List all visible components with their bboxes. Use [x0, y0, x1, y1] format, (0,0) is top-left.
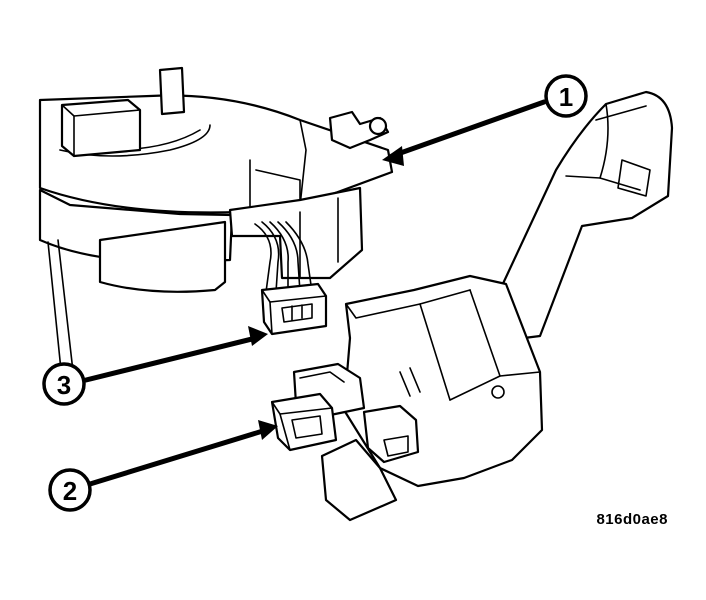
- callout-3: 3: [42, 362, 86, 406]
- callout-leaders: [83, 99, 547, 487]
- arrowhead-2-icon: [258, 420, 278, 440]
- arrowhead-1-icon: [382, 146, 404, 166]
- callout-1: 1: [544, 74, 588, 118]
- leader-line-2: [87, 427, 269, 487]
- wire-harness: [254, 221, 313, 293]
- callout-label-2: 2: [63, 476, 77, 506]
- leader-line-1: [389, 99, 547, 159]
- arrowhead-3-icon: [248, 326, 268, 346]
- harness-connector: [260, 282, 328, 336]
- leader-line-3: [83, 335, 259, 383]
- callout-label-1: 1: [559, 82, 573, 112]
- callout-label-3: 3: [57, 370, 71, 400]
- multifunction-switch: [270, 90, 674, 522]
- clockspring-assembly: [38, 66, 394, 381]
- figure-code: 816d0ae8: [596, 511, 668, 528]
- callout-2: 2: [48, 468, 92, 512]
